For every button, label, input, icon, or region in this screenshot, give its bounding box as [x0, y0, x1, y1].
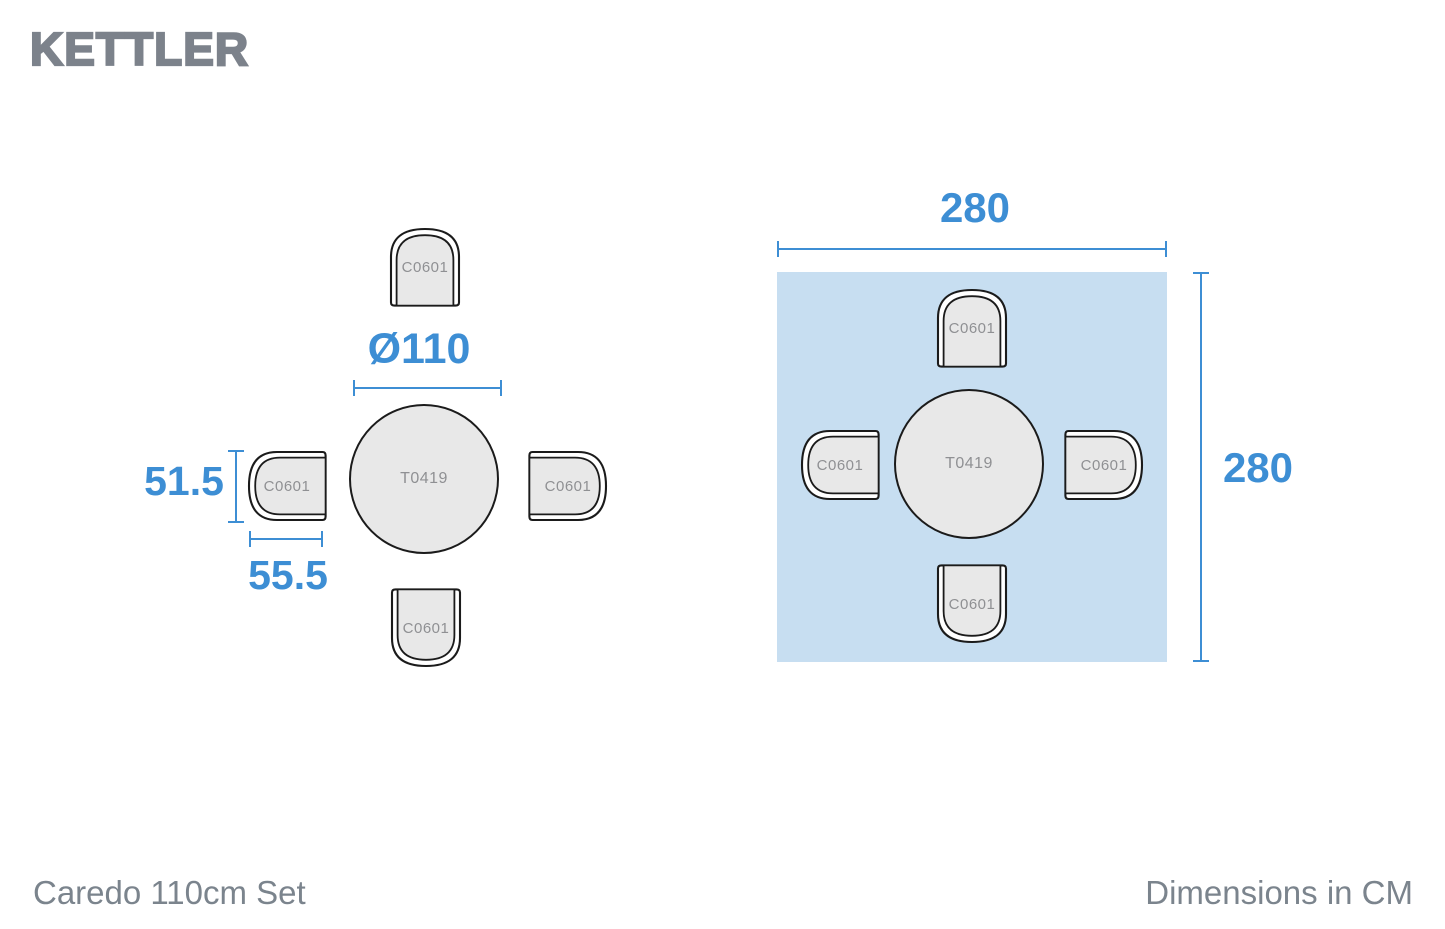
chair-depth-label: 51.5 — [144, 458, 224, 504]
chair-seat — [1064, 435, 1137, 495]
chair-shape — [390, 588, 462, 668]
chair-seat — [254, 456, 327, 516]
chair-right: C0601 — [1064, 429, 1144, 501]
chair-width-dimension-line — [249, 531, 323, 547]
chair-shape — [528, 450, 608, 522]
chair-seat — [942, 295, 1002, 368]
units-note: Dimensions in CM — [1145, 874, 1413, 911]
table-top: T0419 — [349, 404, 499, 554]
table-diameter-dimension-line — [353, 380, 502, 396]
chair-width-label: 55.5 — [248, 552, 328, 598]
kettler-logo: KETTLER — [29, 22, 250, 76]
chair-code-label: C0601 — [402, 619, 450, 637]
chair-shape — [936, 564, 1008, 644]
chair-seat — [528, 456, 601, 516]
table-diameter-label: Ø110 — [367, 325, 471, 373]
chair-right: C0601 — [528, 450, 608, 522]
dimension-tick — [500, 380, 502, 396]
chair-top: C0601 — [389, 227, 461, 307]
chair-code-label: C0601 — [544, 477, 592, 495]
dimension-tick — [1165, 241, 1167, 257]
chair-code-label: C0601 — [816, 456, 864, 474]
chair-seat — [942, 564, 1002, 637]
clearance-height-dimension-line — [1193, 272, 1209, 662]
chair-shape — [800, 429, 880, 501]
chair-seat — [807, 435, 880, 495]
dimension-line — [1200, 272, 1202, 662]
clearance-width-dimension-line — [777, 241, 1167, 257]
chair-left: C0601 — [800, 429, 880, 501]
dimension-line — [353, 387, 502, 389]
product-name: Caredo 110cm Set — [33, 874, 306, 911]
chair-code-label: C0601 — [263, 477, 311, 495]
chair-shape — [1064, 429, 1144, 501]
table-top: T0419 — [894, 389, 1044, 539]
chair-code-label: C0601 — [1080, 456, 1128, 474]
chair-shape — [389, 227, 461, 307]
chair-top: C0601 — [936, 288, 1008, 368]
chair-code-label: C0601 — [948, 319, 996, 337]
chair-depth-dimension-line — [228, 450, 244, 523]
chair-bottom: C0601 — [390, 588, 462, 668]
dimension-tick — [1193, 660, 1209, 662]
table-code-label: T0419 — [945, 455, 993, 472]
dimension-line — [777, 248, 1167, 250]
chair-seat — [396, 588, 456, 661]
chair-bottom: C0601 — [936, 564, 1008, 644]
clearance-width-label: 280 — [939, 184, 1011, 231]
chair-code-label: C0601 — [948, 595, 996, 613]
dimension-tick — [321, 531, 323, 547]
chair-left: C0601 — [247, 450, 327, 522]
table-code-label: T0419 — [400, 470, 448, 487]
dimension-line — [235, 450, 237, 523]
dimension-tick — [228, 521, 244, 523]
chair-shape — [936, 288, 1008, 368]
chair-seat — [395, 234, 455, 307]
dimension-line — [249, 538, 323, 540]
chair-code-label: C0601 — [401, 258, 449, 276]
clearance-height-label: 280 — [1222, 444, 1294, 491]
chair-shape — [247, 450, 327, 522]
